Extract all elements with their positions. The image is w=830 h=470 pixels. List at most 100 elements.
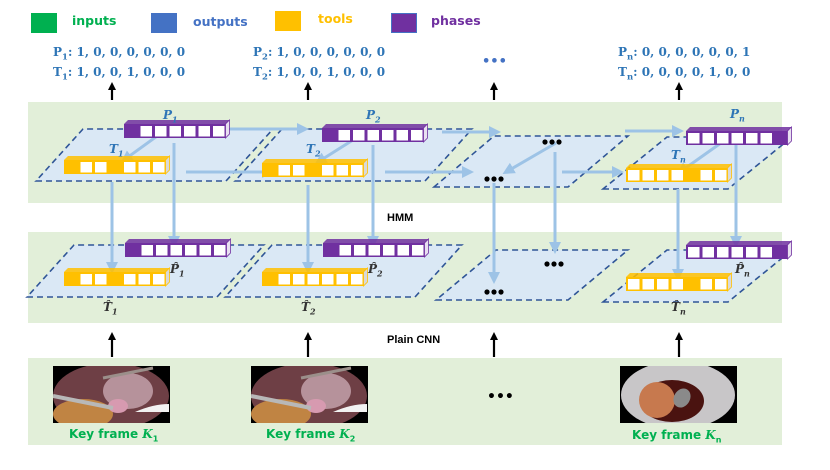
- cnn-phase-bar-2-cell-off: [339, 245, 351, 256]
- cnn-phase-bar-1-cell-off: [170, 245, 182, 256]
- hmm-phase-symbol-2: P2: [366, 108, 381, 125]
- hmm-phase-bar-n-cell-off: [717, 133, 729, 144]
- cnn-phase-bar-1-cell-off: [185, 245, 197, 256]
- cnn-tool-bar-2-top: [262, 268, 368, 272]
- cnn-phase-bar-1-cell-off: [141, 245, 153, 256]
- legend-label-phases: phases: [431, 13, 481, 28]
- cnn-tool-bar-n-cell-off: [628, 279, 640, 290]
- hmm-ellipsis-tool: [484, 176, 504, 182]
- cnn-phase-bar-1-cell-off: [199, 245, 211, 256]
- hmm-tool-bar-n-cell-off: [715, 170, 727, 181]
- output-ellipsis: •••: [482, 54, 507, 69]
- hmm-phase-bar-1-cell-off: [184, 126, 196, 137]
- cnn-phase-bar-1-cell-off: [156, 245, 168, 256]
- legend-label-outputs: outputs: [193, 14, 248, 29]
- cnn-tool-bar-2-cell-on: [262, 272, 277, 286]
- cnn-phase-bar-2-cell-off: [397, 245, 409, 256]
- hmm-tool-bar-n-cell-off: [628, 170, 640, 181]
- cnn-phase-bar-2-cell-off: [412, 245, 424, 256]
- hmm-phase-bar-2-cell-off: [382, 130, 394, 141]
- hmm-tool-bar-1-cell-off: [153, 162, 165, 173]
- hmm-phase-symbol-1: P1: [163, 108, 178, 125]
- cnn-tool-bar-1-cell-off: [153, 274, 165, 285]
- cnn-tool-bar-n-cell-off: [700, 279, 712, 290]
- hmm-tool-bar-1-cell-on: [64, 160, 79, 174]
- legend-label-inputs: inputs: [72, 13, 117, 28]
- hmm-phase-bar-2-cell-on: [322, 128, 337, 142]
- tool-output-1: T1: 1, 0, 0, 1, 0, 0, 0: [53, 65, 186, 83]
- hmm-tool-bar-2-cell-off: [278, 165, 290, 176]
- cnn-phase-symbol-1: P̂1: [170, 262, 185, 279]
- hmm-phase-bar-2-cell-off: [411, 130, 423, 141]
- cnn-tool-bar-1-cell-off: [138, 274, 150, 285]
- cnn-phase-bar-1-top: [125, 239, 231, 243]
- cnn-tool-bar-n-cell-off: [715, 279, 727, 290]
- cnn-tool-bar-n-cell-off: [671, 279, 683, 290]
- cnn-tool-bar-n: [626, 272, 732, 292]
- cnn-tool-bar-1-cell-off: [124, 274, 136, 285]
- cnn-tool-bar-n-cell-on: [684, 277, 699, 291]
- legend-swatch-phases: [391, 13, 417, 33]
- key-frame-image-n: [620, 366, 737, 423]
- tool-output-2: T2: 1, 0, 0, 1, 0, 0, 0: [253, 65, 386, 83]
- cnn-ellipsis-phase: [544, 261, 564, 267]
- cnn-tool-bar-n-cell-off: [657, 279, 669, 290]
- legend-swatch-tools: [275, 11, 301, 31]
- hmm-tool-bar-2-top: [262, 159, 368, 163]
- hmm-phase-bar-n-cell-off: [702, 133, 714, 144]
- hmm-phase-bar-n-cell-off: [760, 133, 772, 144]
- hmm-phase-bar-n-top: [686, 127, 792, 131]
- dot: [558, 261, 564, 267]
- hmm-tool-bar-2-cell-on: [262, 163, 277, 177]
- key-frame-label-2: Key frame K2: [266, 427, 356, 444]
- cnn-phase-bar-2: [323, 238, 429, 258]
- dot: [491, 289, 497, 295]
- hmm-phase-bar-2-cell-off: [338, 130, 350, 141]
- dot: [549, 139, 555, 145]
- cnn-tool-bar-2-cell-off: [322, 274, 334, 285]
- hmm-tool-symbol-1: T1: [109, 142, 124, 159]
- hmm-phase-bar-n-cell-on: [773, 131, 788, 145]
- hmm-tool-bar-1-cell-off: [138, 162, 150, 173]
- cnn-phase-symbol-n: P̂n: [735, 262, 750, 279]
- hmm-label: HMM: [387, 212, 414, 224]
- hmm-ellipsis-phase: [542, 139, 562, 145]
- hmm-tool-bar-n-cell-off: [642, 170, 654, 181]
- hmm-tool-bar-2-cell-off: [293, 165, 305, 176]
- hmm-tool-bar-1-cell-on: [107, 160, 122, 174]
- legend-swatch-outputs: [151, 13, 177, 33]
- cnn-phase-bar-2-cell-off: [383, 245, 395, 256]
- cnn-phase-bar-2-cell-on: [323, 243, 338, 257]
- cnn-phase-bar-2-top: [323, 239, 429, 243]
- hmm-phase-bar-2: [322, 123, 428, 143]
- dot: [544, 261, 550, 267]
- hmm-phase-bar-n: [686, 126, 792, 146]
- cnn-phase-bar-2-cell-off: [368, 245, 380, 256]
- hmm-plane-ellipsis: [431, 135, 631, 188]
- output-vector-n: Pn: 0, 0, 0, 0, 0, 0, 1 Tn: 0, 0, 0, 0, …: [618, 45, 750, 86]
- hmm-phase-bar-1-cell-off: [140, 126, 152, 137]
- dot: [484, 176, 490, 182]
- hmm-phase-bar-2-cell-off: [367, 130, 379, 141]
- key-frame-label-n: Key frame Kn: [632, 428, 722, 445]
- cnn-phase-bar-1-cell-off: [214, 245, 226, 256]
- cnn-phase-bar-n-cell-off: [731, 247, 743, 258]
- cnn-phase-bar-n-cell-off: [702, 247, 714, 258]
- hmm-tool-bar-n-cell-on: [684, 168, 699, 182]
- cnn-tool-bar-n-top: [626, 273, 732, 277]
- cnn-tool-symbol-n: T̂n: [671, 300, 686, 317]
- hmm-tool-bar-2-cell-on: [305, 163, 320, 177]
- dot: [551, 261, 557, 267]
- hmm-phase-symbol-n: Pn: [730, 107, 745, 124]
- cnn-tool-bar-1-cell-on: [64, 272, 79, 286]
- cnn-tool-bar-1: [64, 267, 170, 287]
- cnn-label: Plain CNN: [387, 334, 441, 346]
- phase-output-1: P1: 1, 0, 0, 0, 0, 0, 0: [53, 45, 186, 63]
- output-vector-1: P1: 1, 0, 0, 0, 0, 0, 0 T1: 1, 0, 0, 1, …: [53, 45, 185, 86]
- legend-label-tools: tools: [318, 11, 353, 26]
- cnn-tool-bar-2-cell-off: [351, 274, 363, 285]
- cnn-phase-symbol-2: P̂2: [368, 262, 383, 279]
- tool-output-n: Tn: 0, 0, 0, 0, 1, 0, 0: [618, 65, 751, 83]
- hmm-phase-bar-1-cell-off: [169, 126, 181, 137]
